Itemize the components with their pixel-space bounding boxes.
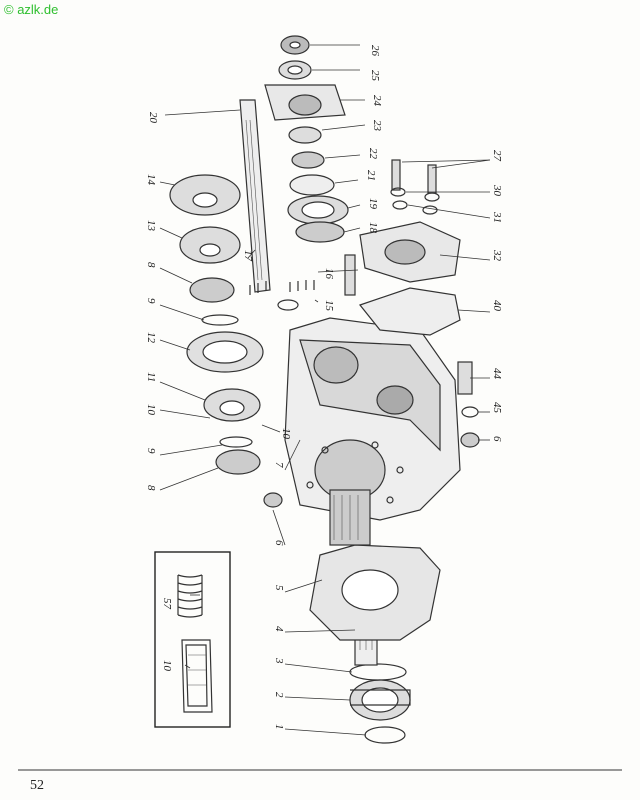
gear-14 (169, 174, 241, 216)
bolt-44 (457, 361, 473, 395)
spring-ring-9a (201, 314, 239, 326)
washer-45 (461, 406, 479, 418)
callout-22: 22 (367, 148, 379, 160)
callout-14: 14 (145, 174, 157, 186)
gasket-40 (358, 287, 461, 336)
circlip-1 (364, 726, 406, 744)
callout-30: 30 (491, 184, 503, 197)
page-number: 52 (30, 778, 44, 793)
bolt-27a (391, 159, 401, 191)
callout-10a: 10 (145, 404, 157, 416)
gear-13 (179, 226, 241, 264)
clip-15 (277, 299, 299, 311)
nut-26 (280, 35, 310, 55)
callout-17: 17 (242, 250, 254, 262)
callout-26: 26 (369, 45, 381, 57)
synchro-ring-8b (215, 449, 261, 475)
synchro-ring-8a (189, 277, 235, 303)
hub-11 (203, 388, 261, 422)
callout-40: 40 (491, 300, 503, 312)
secondary-shaft-20 (239, 99, 271, 293)
callout-2: 2 (273, 692, 285, 698)
washer-31 (392, 200, 438, 215)
callout-11: 11 (145, 372, 157, 382)
callout-3: 3 (273, 657, 285, 664)
pin-16 (344, 254, 356, 296)
leader-lines (159, 44, 491, 736)
washer-30 (390, 187, 440, 202)
bearing-19 (287, 195, 349, 225)
callout-24: 24 (371, 95, 383, 107)
callout-6b: 6 (491, 436, 503, 442)
callout-44: 44 (491, 368, 503, 380)
bushing-6a (263, 492, 283, 508)
callout-4: 4 (273, 626, 285, 632)
ring-21 (289, 174, 335, 196)
spring-57 (177, 574, 203, 618)
bearing-18 (295, 221, 345, 243)
callout-25: 25 (369, 70, 381, 82)
callout-9b: 9 (145, 448, 157, 454)
input-gear (329, 489, 371, 546)
callout-16: 16 (323, 268, 335, 280)
callout-45: 45 (491, 402, 503, 414)
callout-10b: 10 (280, 428, 292, 440)
bearing-2 (349, 679, 411, 721)
callout-23: 23 (371, 120, 383, 132)
callout-10c: 10 (161, 660, 173, 672)
callout-9a: 9 (145, 298, 157, 304)
callout-27: 27 (491, 150, 503, 162)
callout-8b: 8 (145, 485, 157, 491)
callout-15: 15 (323, 300, 335, 312)
cover-24 (264, 84, 346, 121)
inset-box (154, 551, 231, 728)
callout-7: 7 (273, 462, 285, 468)
callout-31: 31 (491, 211, 503, 223)
callout-20: 20 (147, 112, 159, 124)
callout-5: 5 (273, 585, 285, 591)
springs-15 (249, 280, 315, 295)
bolt-27b (427, 164, 437, 194)
callout-13: 13 (145, 220, 157, 232)
callout-32: 32 (491, 249, 503, 262)
spring-ring-9b (219, 436, 253, 448)
watermark: © azlk.de (4, 2, 59, 17)
sleeve-12 (186, 331, 264, 373)
callout-21: 21 (365, 170, 377, 181)
washer-25 (278, 60, 312, 80)
bushing-6b (460, 432, 480, 448)
callout-18: 18 (367, 222, 379, 234)
flange-5 (309, 544, 441, 641)
callout-6a: 6 (273, 540, 285, 546)
callout-12: 12 (145, 332, 157, 344)
cover-32 (359, 221, 461, 283)
callout-8a: 8 (145, 262, 157, 268)
callout-19: 19 (367, 198, 379, 210)
callout-57: 57 (161, 598, 173, 610)
seal-23 (288, 126, 322, 144)
callout-1: 1 (273, 724, 285, 730)
ring-3 (349, 663, 407, 681)
ring-22 (291, 151, 325, 169)
gearbox-housing (284, 317, 461, 521)
callout-labels: 26 25 24 23 22 21 19 18 16 15 17 20 14 1… (145, 45, 503, 730)
shoe-10 (181, 639, 213, 713)
